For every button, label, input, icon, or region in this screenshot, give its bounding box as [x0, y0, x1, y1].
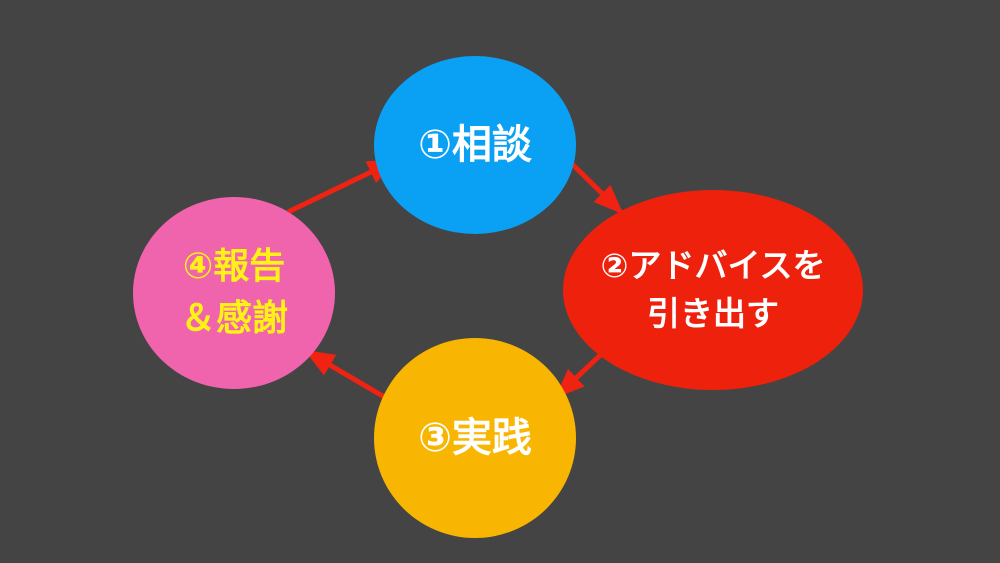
- step-report-label-line1: ④報告: [182, 245, 286, 287]
- step-practice-label: ③実践: [418, 415, 532, 461]
- step-advice-ellipse: ②アドバイスを 引き出す: [563, 190, 863, 390]
- step-report-label-line2: ＆感謝: [179, 298, 288, 339]
- step-report-circle: ④報告 ＆感謝: [133, 197, 335, 389]
- arrow-consult-to-advice: [564, 156, 624, 215]
- step-consult-label: ①相談: [418, 122, 532, 168]
- step-consult-circle: ①相談: [374, 56, 576, 234]
- step-advice-label-line1: ②アドバイスを: [600, 246, 826, 286]
- step-practice-circle: ③実践: [374, 338, 576, 538]
- step-advice-label-line2: 引き出す: [647, 294, 779, 333]
